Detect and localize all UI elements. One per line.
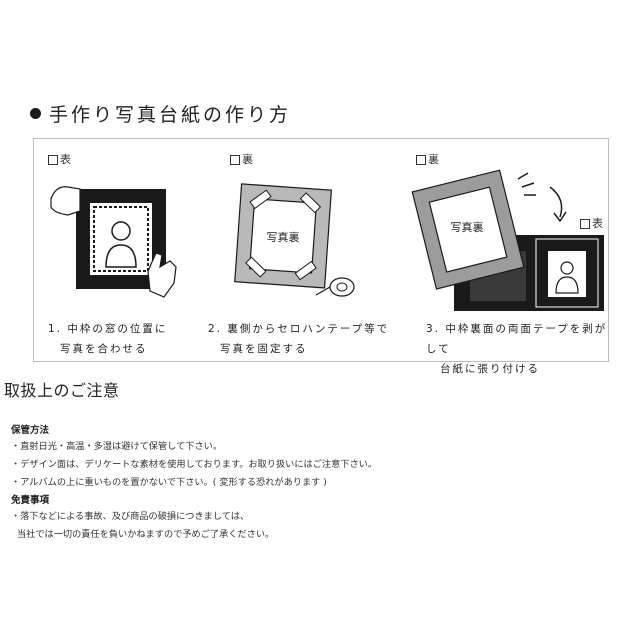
storage-line: ・直射日光・高温・多湿は避けて保管して下さい。 [11,441,223,452]
step1-label: 表 [48,151,72,167]
step2-caption-line1: 2. 裏側からセロハンテープ等で [208,323,390,335]
section-title: 手作り写真台紙の作り方 [30,98,291,128]
title-text: 手作り写真台紙の作り方 [49,103,292,126]
step3-inset-label: 表 [580,215,604,231]
step1-caption-line2: 写真を合わせる [60,343,148,355]
checkbox-icon [230,155,240,165]
step3-label-text: 裏 [428,153,440,166]
step3-caption-line1: 3. 中枠裏面の両面テープを剥がして [426,323,608,355]
instructions-panel: 表 1. 中枠の窓の位置に 写真を合わせる 裏 写真裏 2. 裏側からセロハンテ… [33,138,609,375]
step1-caption-line1: 1. 中枠の窓の位置に [48,323,168,335]
checkbox-icon [48,155,58,165]
step2-photo-text: 写真裏 [267,230,300,244]
disclaimer-title: 免責事項 [11,495,50,506]
disclaimer-line: 当社では一切の責任を負いかねますので予めご了承ください。 [17,529,275,540]
step2-caption: 2. 裏側からセロハンテープ等で 写真を固定する [208,319,389,359]
bullet-icon [30,107,41,119]
step3-caption: 3. 中枠裏面の両面テープを剥がして 台紙に張り付ける [426,319,608,379]
checkbox-icon [416,155,426,165]
storage-line: ・デザイン面は、デリケートな素材を使用しております。お取り扱いにはご注意下さい。 [11,459,378,470]
step1-label-text: 表 [60,153,72,166]
storage-line: ・アルバムの上に重いものを置かないで下さい。( 変形する恐れがあります ) [11,477,327,488]
step3-label: 裏 [416,151,440,167]
step2-label-text: 裏 [242,153,254,166]
step2-illustration: 写真裏 [234,183,355,297]
step2-caption-line2: 写真を固定する [220,343,308,355]
step1-caption: 1. 中枠の窓の位置に 写真を合わせる [48,319,167,359]
disclaimer-line: ・落下などによる事故、及び商品の破損につきましては、 [11,511,250,522]
notes-heading: 取扱上のご注意 [4,381,120,400]
step3-caption-line2: 台紙に張り付ける [440,363,540,375]
step3-photo-text: 写真裏 [451,220,484,234]
checkbox-icon [580,219,590,229]
step2-label: 裏 [230,151,254,167]
step3-illustration: 写真裏 [411,169,604,311]
step1-illustration [50,186,177,298]
storage-title: 保管方法 [11,425,50,436]
step3-inset-label-text: 表 [592,217,604,230]
